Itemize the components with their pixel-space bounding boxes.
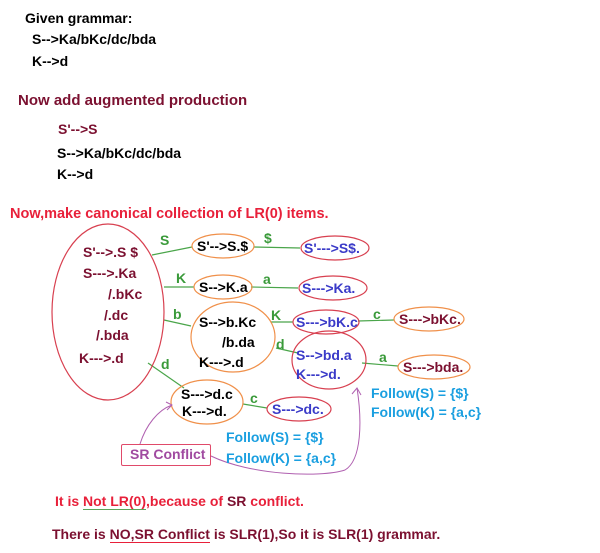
edge-i0-i5 xyxy=(163,319,192,327)
canonical-collection-label: Now,make canonical collection of LR(0) i… xyxy=(10,206,329,222)
i5-item-2: /b.da xyxy=(222,334,255,350)
edge-label-i6-i7: c xyxy=(373,306,381,322)
state-i0-ellipse xyxy=(51,223,165,401)
i0-item-6: K--->.d xyxy=(79,350,124,366)
i3-item: S-->K.a xyxy=(199,279,248,295)
state-i6-ellipse xyxy=(292,309,360,335)
edge-i8-i9 xyxy=(361,362,399,367)
edge-label-i5-i6: K xyxy=(271,307,282,323)
edge-i3-i4 xyxy=(250,286,299,289)
i7-item: S--->bKc. xyxy=(399,311,461,327)
given-rule-s: S-->Ka/bKc/dc/bda xyxy=(32,31,157,47)
i10-item-2: K--->d. xyxy=(182,403,227,419)
state-i10-ellipse xyxy=(170,379,244,425)
conclusion-1-prefix: It is xyxy=(55,493,84,509)
edge-label-i0-i3: K xyxy=(176,270,187,286)
i0-item-5: /.bda xyxy=(96,327,129,343)
edge-label-i0-i1: S xyxy=(160,232,170,248)
edge-i1-i2 xyxy=(253,246,301,249)
edge-i0-i10 xyxy=(147,362,185,389)
i2-item: S'--->S$. xyxy=(304,240,360,256)
conflict-arrow-to-i8 xyxy=(210,387,361,475)
edge-label-i5-i8: d xyxy=(276,336,285,352)
not-lr0-underlined: Not LR(0) xyxy=(83,493,147,510)
conclusion-1-suffix: conflict. xyxy=(246,493,304,509)
edge-label-i10-i11: c xyxy=(250,390,258,406)
state-i5-ellipse xyxy=(190,301,276,373)
state-i8-ellipse xyxy=(291,330,367,390)
edge-i5-i8 xyxy=(275,347,299,354)
i4-item: S--->Ka. xyxy=(302,280,356,296)
state-i7-ellipse xyxy=(393,306,465,332)
state-i1-ellipse xyxy=(191,233,255,259)
edge-label-i8-i9: a xyxy=(379,349,387,365)
i8-item-2: K--->d. xyxy=(296,366,341,382)
arrowhead-i10 xyxy=(165,401,173,411)
conclusion-line-1: It is Not LR(0),because of SR conflict. xyxy=(55,493,304,510)
edge-label-i1-i2: $ xyxy=(264,230,272,246)
edge-i6-i7 xyxy=(357,319,395,322)
arrowhead-i8 xyxy=(351,387,362,396)
edge-i0-i1 xyxy=(151,246,193,256)
conclusion-2-suffix: is SLR(1),So it is SLR(1) grammar. xyxy=(209,526,441,542)
state-i9-ellipse xyxy=(397,354,471,380)
i8-item-1: S-->bd.a xyxy=(296,347,352,363)
i10-item-1: S--->d.c xyxy=(181,386,233,402)
given-rule-k: K-->d xyxy=(32,53,69,69)
state-i2-ellipse xyxy=(300,235,370,261)
edge-label-i3-i4: a xyxy=(263,271,271,287)
i9-item: S--->bda. xyxy=(403,359,464,375)
edge-i10-i11 xyxy=(242,403,268,409)
i0-item-4: /.dc xyxy=(104,307,129,323)
i0-item-2: S--->.Ka xyxy=(83,265,137,281)
augment-label: Now add augmented production xyxy=(18,92,248,109)
i0-item-3: /.bKc xyxy=(108,286,143,302)
conclusion-1-sr: SR xyxy=(226,493,247,509)
state-i4-ellipse xyxy=(298,275,368,301)
follow-s-bottom: Follow(S) = {$} xyxy=(226,429,324,445)
augmented-rule-start: S'-->S xyxy=(58,121,98,137)
state-i11-ellipse xyxy=(266,396,332,422)
transition-edges xyxy=(147,246,399,409)
conclusion-line-2: There is NO,SR Conflict is SLR(1),So it … xyxy=(52,526,441,543)
no-sr-conflict-underlined: NO,SR Conflict xyxy=(109,526,210,543)
augmented-rule-s: S-->Ka/bKc/dc/bda xyxy=(57,145,182,161)
conflict-arrow-to-i10 xyxy=(139,404,173,445)
follow-k-bottom: Follow(K) = {a,c} xyxy=(226,450,337,466)
given-grammar-label: Given grammar: xyxy=(25,10,133,26)
conclusion-2-prefix: There is xyxy=(52,526,110,542)
i0-item-1: S'-->.S $ xyxy=(83,244,139,260)
i5-item-3: K--->.d xyxy=(199,354,244,370)
follow-k-right: Follow(K) = {a,c} xyxy=(371,404,482,420)
conflict-arrows xyxy=(139,387,362,475)
edge-label-i0-i5: b xyxy=(173,306,182,322)
augmented-rule-k: K-->d xyxy=(57,166,94,182)
sr-conflict-label: SR Conflict xyxy=(130,446,206,462)
edge-label-i0-i10: d xyxy=(161,356,170,372)
i5-item-1: S-->b.Kc xyxy=(199,314,257,330)
follow-s-right: Follow(S) = {$} xyxy=(371,385,469,401)
i11-item: S--->dc. xyxy=(272,401,324,417)
conclusion-1-middle: ,because of xyxy=(146,493,227,509)
i6-item: S--->bK.c xyxy=(296,314,358,330)
sr-conflict-box xyxy=(121,444,211,466)
state-i3-ellipse xyxy=(193,274,253,300)
i1-item: S'-->S.$ xyxy=(197,238,249,254)
